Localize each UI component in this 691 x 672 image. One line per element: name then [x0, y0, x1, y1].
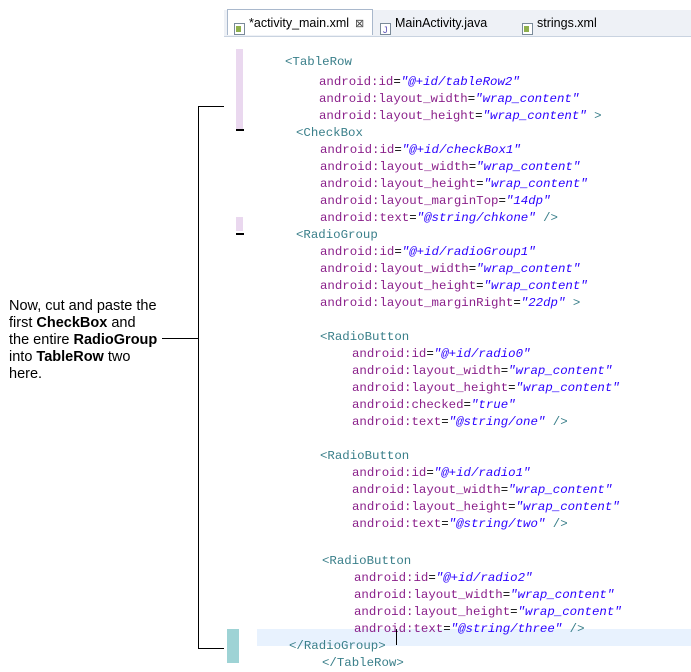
close-icon[interactable]: ⊠: [355, 18, 365, 30]
tab-strings-xml[interactable]: strings.xml: [522, 10, 622, 36]
code-line-attribute: android:text="@string/one" />: [352, 415, 568, 429]
code-line-tag: <RadioButton: [322, 554, 412, 568]
code-line-attribute: android:checked="true": [352, 398, 516, 412]
fold-marker: [227, 629, 239, 663]
code-line-tag: <RadioButton: [320, 449, 410, 463]
xml-file-icon: [234, 18, 245, 35]
code-line-attribute: android:text="@string/chkone" />: [320, 211, 558, 225]
code-line-tag: <TableRow: [285, 55, 352, 69]
code-line-attribute: android:layout_marginRight="22dp" >: [320, 296, 581, 310]
change-marker: [236, 233, 244, 235]
tab-label: MainActivity.java: [395, 16, 488, 30]
tab-label: *activity_main.xml: [249, 16, 350, 30]
code-line-attribute: android:text="@string/three" />: [354, 622, 585, 636]
code-line-attribute: android:layout_width="wrap_content": [352, 483, 613, 497]
change-marker: [236, 129, 244, 131]
code-line-attribute: android:layout_height="wrap_content": [320, 177, 588, 191]
code-line-tag: <RadioGroup: [296, 228, 378, 242]
code-line-attribute: android:text="@string/two" />: [352, 517, 568, 531]
annotation-text-3: into: [9, 349, 37, 365]
code-line-tag: </TableRow>: [322, 656, 404, 670]
code-line-attribute: android:layout_width="wrap_content": [319, 92, 580, 106]
annotation-bold-checkbox: CheckBox: [36, 315, 108, 331]
code-line-attribute: android:id="@+id/radio1": [352, 466, 531, 480]
code-line-attribute: android:id="@+id/radio2": [354, 571, 533, 585]
xml-file-icon: [522, 18, 533, 35]
text-cursor: [396, 629, 397, 645]
code-line-attribute: android:id="@+id/radioGroup1": [320, 245, 536, 259]
code-line-attribute: android:id="@+id/tableRow2": [319, 75, 520, 89]
code-line-attribute: android:layout_width="wrap_content": [320, 262, 581, 276]
code-line-attribute: android:id="@+id/radio0": [352, 347, 531, 361]
code-line-tag: <RadioButton: [320, 330, 410, 344]
java-file-icon: J: [380, 18, 391, 35]
code-line-attribute: android:layout_marginTop="14dp": [320, 194, 551, 208]
code-line-attribute: android:layout_height="wrap_content" >: [319, 109, 602, 123]
tab-mainactivity-java[interactable]: J MainActivity.java: [380, 10, 510, 36]
annotation-text-4: two here.: [9, 349, 131, 382]
change-marker: [236, 217, 243, 231]
annotation-bracket: [198, 106, 199, 649]
code-line-attribute: android:layout_width="wrap_content": [354, 588, 615, 602]
tab-label: strings.xml: [537, 16, 597, 30]
code-line-attribute: android:layout_width="wrap_content": [320, 160, 581, 174]
code-line-attribute: android:layout_height="wrap_content": [352, 381, 620, 395]
editor-tab-bar: *activity_main.xml⊠ J MainActivity.java …: [224, 9, 691, 37]
change-marker: [236, 49, 243, 129]
annotation-text-1: Now, cut and paste the first: [9, 298, 157, 331]
code-line-attribute: android:layout_height="wrap_content": [352, 500, 620, 514]
editor-gutter: [224, 37, 254, 671]
code-line-attribute: android:layout_height="wrap_content": [354, 605, 622, 619]
code-line-attribute: android:layout_height="wrap_content": [320, 279, 588, 293]
code-line-attribute: android:layout_width="wrap_content": [352, 364, 613, 378]
code-line-tag: </RadioGroup>: [289, 639, 386, 653]
annotation-text-2: and the entire: [9, 315, 136, 348]
tab-activity-main-xml[interactable]: *activity_main.xml ⊠: [227, 9, 373, 35]
current-line-highlight: [257, 629, 691, 646]
svg-text:J: J: [383, 25, 388, 35]
xml-editor: *activity_main.xml⊠ J MainActivity.java …: [224, 0, 691, 671]
code-line-tag: <CheckBox: [296, 126, 363, 140]
annotation-bold-tablerow: TableRow: [36, 349, 104, 365]
instruction-annotation: Now, cut and paste the first CheckBox an…: [9, 298, 159, 383]
annotation-pointer-line: [162, 338, 199, 339]
code-line-attribute: android:id="@+id/checkBox1": [320, 143, 521, 157]
annotation-bold-radiogroup: RadioGroup: [73, 332, 158, 348]
